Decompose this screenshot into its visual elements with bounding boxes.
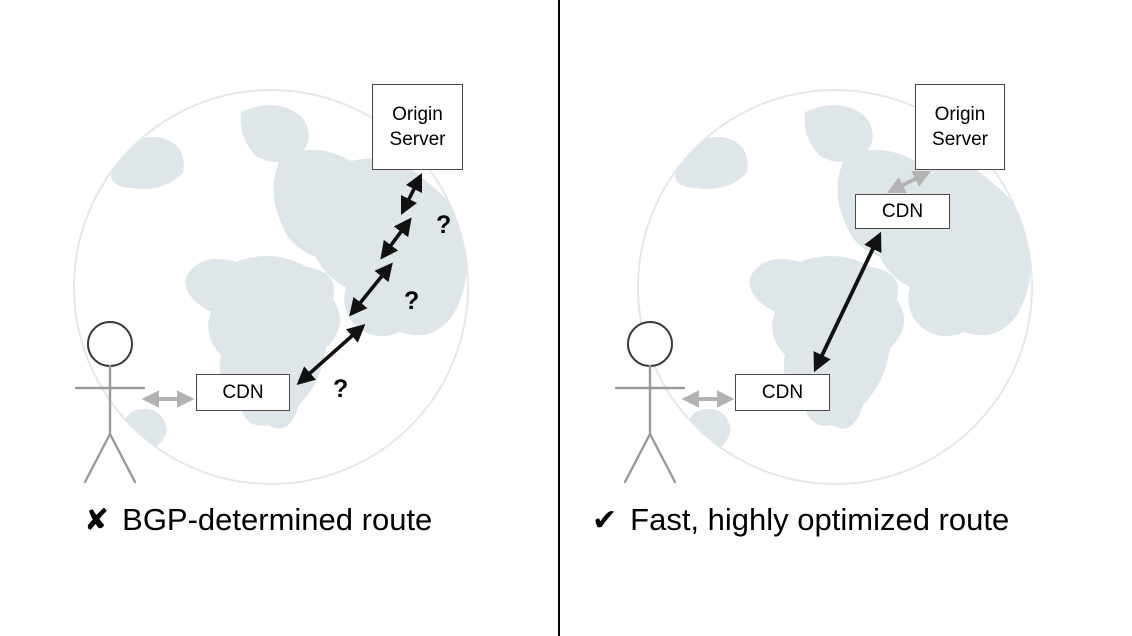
question-mark-3: ? [436, 211, 451, 239]
origin-server-label-right: Origin Server [932, 102, 988, 152]
hop-arrow-2 [349, 262, 393, 317]
origin-server-line1: Origin [392, 103, 443, 125]
cdn-label-left: CDN [222, 381, 264, 403]
hop-arrow-3 [380, 217, 412, 260]
hop-arrow-4 [400, 172, 423, 216]
direct-route-arrow [813, 231, 882, 373]
origin-server-line2: Server [389, 129, 446, 150]
cross-icon: ✘ [84, 503, 110, 537]
origin-server-box-left: Origin Server [372, 84, 463, 170]
origin-server-line2: Server [932, 129, 988, 150]
panel-divider [558, 0, 560, 636]
question-mark-2: ? [404, 287, 419, 315]
origin-server-label-left: Origin Server [390, 102, 446, 152]
left-caption: ✘ BGP-determined route [84, 502, 432, 538]
cdn-origin-arrow [887, 171, 931, 193]
check-icon: ✔ [592, 503, 618, 537]
cdn-label-near-origin: CDN [881, 200, 924, 222]
cdn-box-near-user: CDN [735, 374, 830, 411]
cdn-box-left: CDN [196, 374, 290, 411]
hop-arrow-1 [296, 324, 366, 385]
right-caption-text: Fast, highly optimized route [630, 502, 1010, 537]
question-mark-1: ? [333, 375, 348, 403]
origin-server-box-right: Origin Server [915, 84, 1005, 170]
cdn-box-near-origin: CDN [855, 194, 950, 229]
left-caption-text: BGP-determined route [122, 502, 433, 537]
origin-server-line1: Origin [934, 103, 986, 125]
right-caption: ✔ Fast, highly optimized route [592, 502, 1009, 538]
multi-hop-route-arrows [296, 172, 423, 385]
cdn-label-near-user: CDN [761, 381, 804, 403]
